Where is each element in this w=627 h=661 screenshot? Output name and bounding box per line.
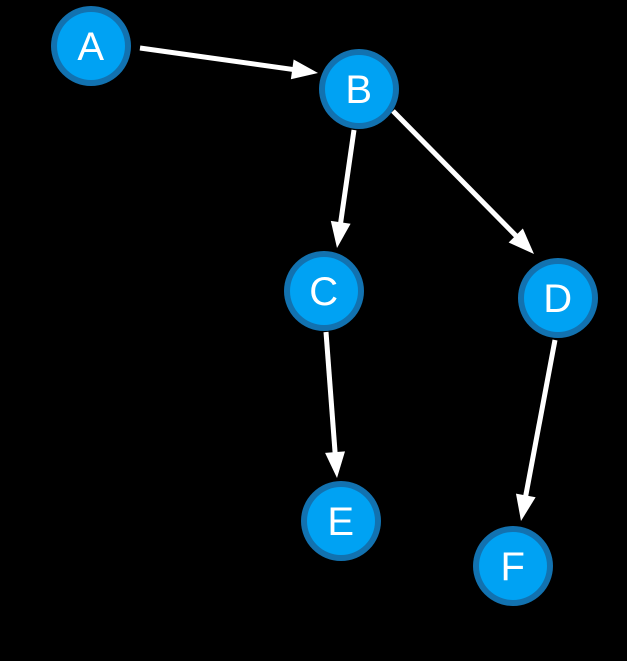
edge-b-d-arrowhead <box>508 228 534 254</box>
node-e[interactable]: E <box>301 481 381 561</box>
node-c-label: C <box>309 270 338 314</box>
edge-d-f-arrowhead <box>515 493 536 521</box>
edge-b-c[interactable] <box>330 129 357 248</box>
edge-c-e[interactable] <box>323 331 346 478</box>
node-a-label: A <box>77 25 104 69</box>
node-d-label: D <box>543 277 572 321</box>
edge-c-e-line <box>323 331 338 457</box>
node-b-disc <box>325 55 393 123</box>
edge-b-d[interactable] <box>391 109 534 254</box>
node-layer: A B C D E F <box>51 6 598 606</box>
node-f-disc <box>479 532 547 600</box>
node-e-label: E <box>327 500 354 544</box>
node-d-disc <box>524 264 592 332</box>
edge-a-b[interactable] <box>139 45 318 80</box>
node-e-disc <box>307 487 375 555</box>
edge-a-b-line <box>139 45 297 73</box>
edge-c-e-arrowhead <box>325 451 346 478</box>
node-d[interactable]: D <box>518 258 598 338</box>
node-c-disc <box>290 257 358 325</box>
node-b-label: B <box>345 68 372 112</box>
edge-b-c-arrowhead <box>330 220 351 248</box>
node-a-disc <box>57 12 125 80</box>
edge-b-d-line <box>391 109 521 241</box>
edge-d-f-line <box>522 339 558 500</box>
edge-a-b-arrowhead <box>290 59 318 80</box>
edge-b-c-line <box>337 129 357 227</box>
edge-layer <box>139 45 558 521</box>
node-c[interactable]: C <box>284 251 364 331</box>
node-f[interactable]: F <box>473 526 553 606</box>
node-a[interactable]: A <box>51 6 131 86</box>
edge-d-f[interactable] <box>515 339 558 521</box>
node-f-label: F <box>501 545 526 589</box>
node-b[interactable]: B <box>319 49 399 129</box>
